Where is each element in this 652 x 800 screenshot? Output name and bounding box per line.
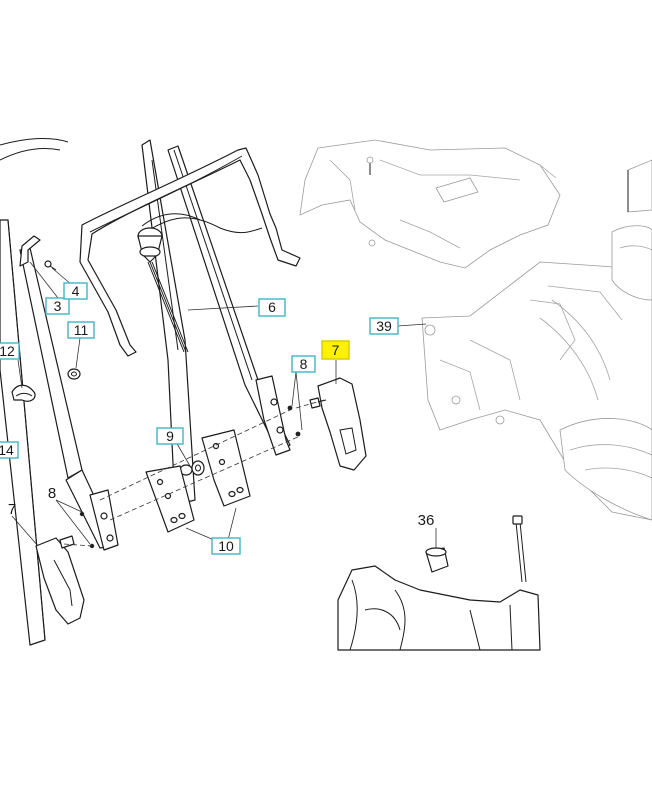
callout-12: 12: [0, 342, 20, 360]
cable-adjuster-rod: [137, 227, 189, 353]
assembly-lines: [63, 399, 325, 547]
cable: [139, 213, 263, 237]
cap-36: [425, 547, 449, 573]
callout-8-right: 8: [291, 355, 316, 373]
svg-text:9: 9: [166, 428, 174, 444]
svg-text:7: 7: [332, 342, 340, 358]
callout-36: 36: [418, 512, 435, 529]
callout-11: 11: [67, 321, 95, 339]
mower-deck-ghost: [421, 225, 652, 521]
upper-handle: [19, 145, 301, 551]
svg-text:4: 4: [72, 283, 80, 299]
svg-text:10: 10: [218, 538, 234, 554]
callout-39: 39: [369, 317, 399, 335]
callout-8-left: 8: [48, 485, 56, 502]
engine-ghost: [627, 159, 652, 213]
long-bolt: [512, 515, 527, 583]
callout-7-plain: 7: [8, 501, 16, 518]
clip-part: [19, 235, 41, 267]
svg-text:7: 7: [8, 501, 16, 518]
callout-3: 3: [45, 297, 70, 315]
svg-text:11: 11: [74, 322, 89, 338]
callout-6: 6: [258, 298, 286, 317]
svg-text:39: 39: [376, 318, 392, 334]
callout-7-highlight: 7: [321, 340, 350, 360]
callout-10: 10: [211, 537, 241, 555]
svg-text:6: 6: [268, 299, 276, 315]
handle-knob-right: [309, 377, 367, 471]
svg-text:8: 8: [300, 356, 308, 372]
svg-text:8: 8: [48, 485, 56, 502]
callout-9: 9: [156, 427, 184, 445]
lower-housing: [337, 565, 541, 651]
rear-cover-ghost: [299, 139, 561, 269]
small-screw: [44, 260, 57, 271]
callout-14: 14: [0, 441, 19, 459]
handle-knob-left: [35, 535, 85, 625]
svg-text:3: 3: [54, 298, 62, 314]
brackets-10: [145, 429, 251, 533]
svg-text:12: 12: [0, 343, 15, 359]
nut-11: [67, 368, 81, 380]
washers-9: [179, 460, 205, 476]
svg-text:36: 36: [418, 512, 435, 529]
screws-8-right: [287, 405, 301, 437]
callout-4: 4: [63, 282, 88, 300]
svg-text:14: 14: [0, 442, 14, 458]
clip-12: [11, 384, 36, 402]
leader-lines: [11, 261, 437, 548]
